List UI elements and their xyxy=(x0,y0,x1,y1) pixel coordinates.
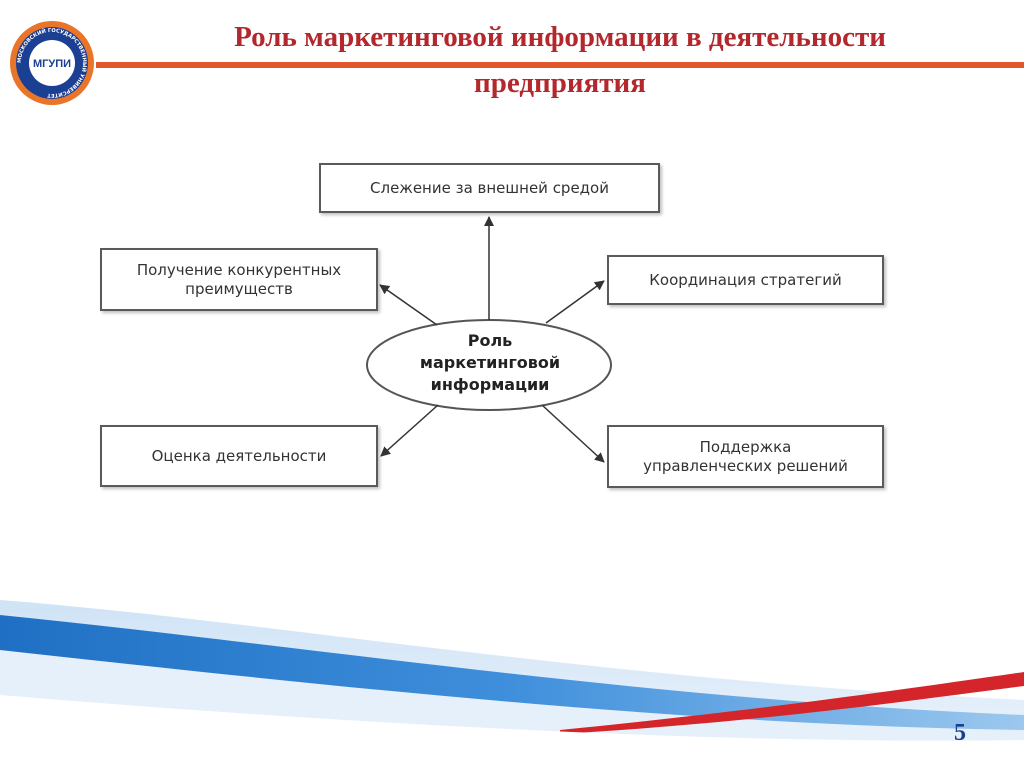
arrow-to-left-bottom xyxy=(380,404,439,457)
university-logo: МОСКОВСКИЙ ГОСУДАРСТВЕННЫЙ УНИВЕРСИТЕТ М… xyxy=(10,21,94,105)
node-performance-evaluation: Оценка деятельности xyxy=(100,425,378,487)
arrow-to-right-bottom xyxy=(541,404,605,463)
center-label: Роль маркетинговой информации xyxy=(380,330,600,396)
slide-title-line2: предприятия xyxy=(474,67,646,99)
node-label: Оценка деятельности xyxy=(151,446,327,465)
arrow-to-left-top xyxy=(379,284,438,326)
node-competitive-advantage: Получение конкурентных преимуществ xyxy=(100,248,378,311)
node-label-line2: управленческих решений xyxy=(643,456,848,475)
node-decision-support: Поддержка управленческих решений xyxy=(607,425,884,488)
slide-title: Роль маркетинговой информации в деятельн… xyxy=(110,14,1010,106)
slide-title-line1: Роль маркетинговой информации в деятельн… xyxy=(234,21,886,53)
decorative-wave xyxy=(0,600,1024,767)
node-environment-monitoring: Слежение за внешней средой xyxy=(319,163,660,213)
center-label-line2: маркетинговой xyxy=(419,353,561,372)
center-label-line1: Роль xyxy=(467,331,513,350)
page-number: 5 xyxy=(954,720,966,746)
node-label: Координация стратегий xyxy=(649,270,842,289)
title-accent-bar xyxy=(96,62,1024,68)
node-label-line1: Получение конкурентных xyxy=(136,260,342,279)
node-label: Слежение за внешней средой xyxy=(370,178,609,197)
node-strategy-coordination: Координация стратегий xyxy=(607,255,884,305)
logo-text: МГУПИ xyxy=(33,58,71,70)
node-label-line2: преимуществ xyxy=(185,279,293,298)
node-label-line1: Поддержка xyxy=(699,437,792,456)
center-label-line3: информации xyxy=(430,375,550,394)
diagram-connectors xyxy=(366,216,612,463)
arrow-to-right-top xyxy=(545,280,605,324)
